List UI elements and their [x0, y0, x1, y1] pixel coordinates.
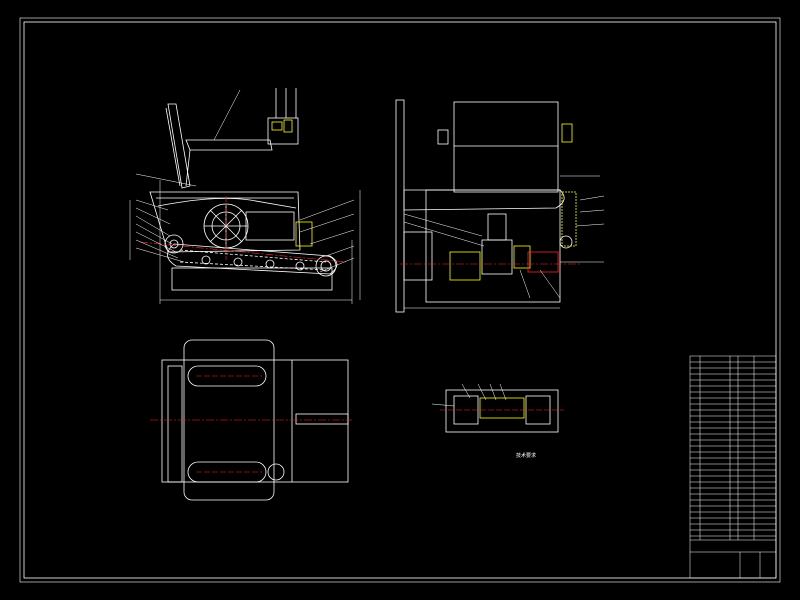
side-view	[395, 99, 605, 313]
title-block	[689, 355, 777, 579]
sheet-inner-border	[23, 21, 777, 579]
technical-notes-title: 技术要求	[516, 453, 537, 459]
sheet-outer-border	[19, 17, 781, 583]
top-view	[150, 339, 352, 501]
right-track	[187, 461, 267, 483]
track-belt	[167, 243, 338, 275]
left-track	[187, 365, 267, 387]
motor	[403, 231, 433, 281]
detail-view	[431, 383, 564, 433]
front-view	[129, 88, 361, 304]
drive-sprocket	[164, 234, 184, 254]
idler-sprocket	[315, 255, 337, 277]
